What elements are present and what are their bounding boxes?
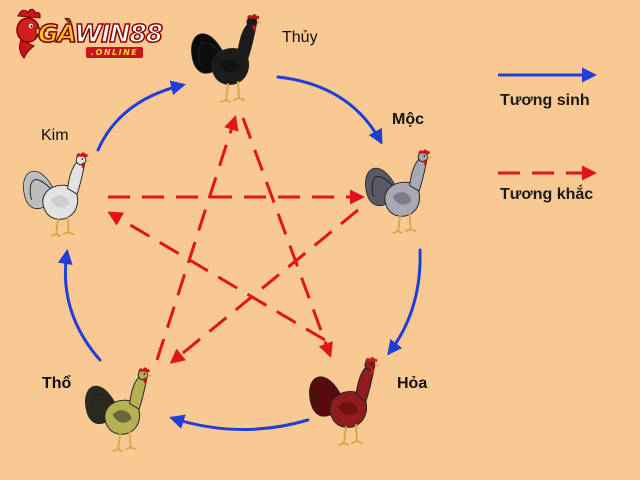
label-hoa: Hỏa: [397, 375, 428, 392]
rooster-moc: [365, 149, 433, 234]
roosters: [23, 14, 433, 452]
rooster-thuy: [191, 14, 262, 103]
overcoming-arrow-hoa-to-kim: [107, 211, 326, 342]
generating-arrow-tho-to-kim: [57, 249, 102, 362]
ga-win88-logo: GÀWIN88 .ONLINE: [8, 6, 164, 62]
generating-arrow-moc-to-hoa: [387, 248, 422, 356]
overcoming-star: [107, 115, 365, 364]
logo-wordmark: GÀWIN88: [37, 19, 164, 49]
legend-overcoming-label: Tương khắc: [500, 186, 594, 203]
overcoming-arrow-moc-to-tho: [169, 208, 359, 364]
legend-graphics: [498, 67, 597, 181]
overcoming-arrow-tho-to-thuy: [155, 115, 239, 361]
rooster-kim: [23, 152, 91, 237]
label-tho: Thổ: [42, 375, 72, 392]
generating-arrow-kim-to-thuy: [96, 80, 186, 152]
generating-arrow-thuy-to-moc: [276, 75, 383, 145]
label-kim: Kim: [41, 127, 69, 144]
generating-arrow-hoa-to-tho: [169, 414, 310, 431]
label-moc: Mộc: [392, 111, 424, 128]
logo-subtitle: .ONLINE: [86, 47, 144, 58]
rooster-hoa: [309, 357, 380, 446]
label-thuy: Thủy: [282, 29, 318, 46]
logo-brand-part2: WIN88: [74, 19, 164, 49]
rooster-head-icon: [16, 8, 48, 59]
logo-brand-part1: GÀ: [37, 19, 76, 49]
rooster-tho: [85, 367, 153, 452]
legend-generating-label: Tương sinh: [500, 92, 590, 109]
overcoming-arrow-thuy-to-hoa: [241, 117, 333, 358]
generating-cycle: [57, 75, 422, 431]
